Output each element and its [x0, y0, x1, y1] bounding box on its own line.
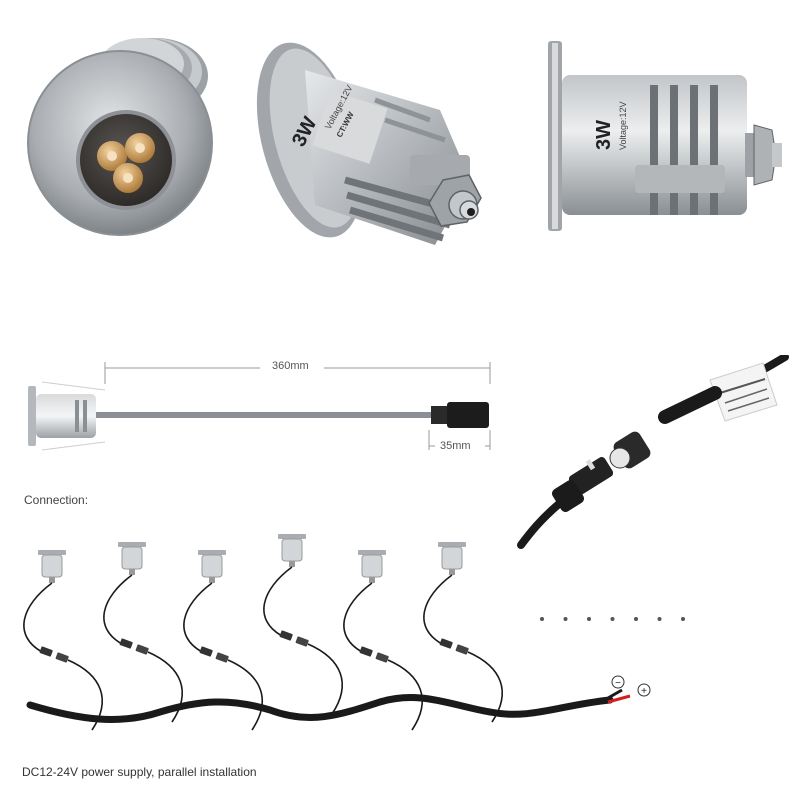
continuation-dot: [563, 617, 568, 621]
branch-wire: [67, 659, 104, 731]
lamp-connector-socket: [375, 652, 389, 663]
lamp-connector-plug: [199, 646, 213, 657]
lamp-lead-wire: [263, 566, 293, 637]
lamp-flange: [278, 534, 306, 539]
lamp-connector-socket: [55, 652, 69, 663]
lamp-lead-wire: [343, 582, 373, 653]
branch-wire: [307, 643, 344, 715]
continuation-dot: [634, 617, 638, 621]
lamp-connector-socket: [455, 644, 469, 655]
lamp-icon: [281, 538, 303, 562]
lamp-lead-wire: [423, 574, 453, 645]
continuation-dot: [587, 617, 591, 621]
lamp-angled-view: 3W Voltage:12V CT:WW: [255, 30, 515, 255]
lamp-connector-plug: [279, 630, 293, 641]
lamp-lead-wire: [23, 582, 53, 653]
positive-wire: [607, 694, 631, 704]
lamp-icon: [41, 554, 63, 578]
lamp-flange: [358, 550, 386, 555]
lamp-flange: [438, 542, 466, 547]
lamp-icon: [441, 546, 463, 570]
lamp-lead-wire: [183, 582, 213, 653]
lamp-connector-socket: [215, 652, 229, 663]
continuation-dot: [610, 617, 615, 621]
lamp-nut: [209, 577, 215, 583]
lamp-icon: [201, 554, 223, 578]
connector-length-label: 35mm: [440, 440, 471, 452]
side-housing-text: Voltage:12V: [618, 101, 628, 150]
lamp-connector-plug: [119, 638, 133, 649]
lamp-nut: [289, 561, 295, 567]
lamp-flange: [38, 550, 66, 555]
lamp-connector-socket: [295, 636, 309, 647]
main-power-cable: [26, 693, 614, 723]
lamp-flange: [118, 542, 146, 547]
lamp-side-view: 3W Voltage:12V: [540, 35, 785, 235]
positive-terminal-icon: [637, 683, 651, 697]
negative-terminal-label: −: [615, 678, 621, 689]
cable-length-label: 360mm: [272, 360, 309, 372]
installation-caption: DC12-24V power supply, parallel installa…: [22, 765, 257, 779]
branch-wire: [387, 659, 424, 731]
lamp-icon: [361, 554, 383, 578]
lamp-front-view: [18, 28, 228, 238]
negative-terminal-icon: [611, 675, 625, 689]
branch-wire: [147, 651, 184, 723]
positive-terminal-label: +: [641, 686, 647, 697]
lamp-icon: [121, 546, 143, 570]
continuation-dot: [657, 617, 662, 621]
branch-wire: [227, 659, 264, 731]
lamp-nut: [369, 577, 375, 583]
lamp-nut: [49, 577, 55, 583]
negative-wire: [607, 688, 623, 700]
side-power-label: 3W: [593, 120, 615, 150]
lamp-connector-plug: [359, 646, 373, 657]
lamp-nut: [449, 569, 455, 575]
lamp-lead-wire: [103, 574, 133, 645]
connector-closeup: [515, 355, 790, 560]
branch-wire: [467, 651, 504, 723]
connection-diagram: −+: [0, 520, 800, 765]
dimension-drawing: 360mm 35mm: [20, 350, 500, 460]
continuation-dot: [540, 617, 544, 621]
lamp-connector-socket: [135, 644, 149, 655]
lamp-flange: [198, 550, 226, 555]
lamp-connector-plug: [39, 646, 53, 657]
connection-title: Connection:: [24, 493, 89, 507]
lamp-connector-plug: [439, 638, 453, 649]
continuation-dot: [681, 617, 685, 621]
lamp-nut: [129, 569, 135, 575]
